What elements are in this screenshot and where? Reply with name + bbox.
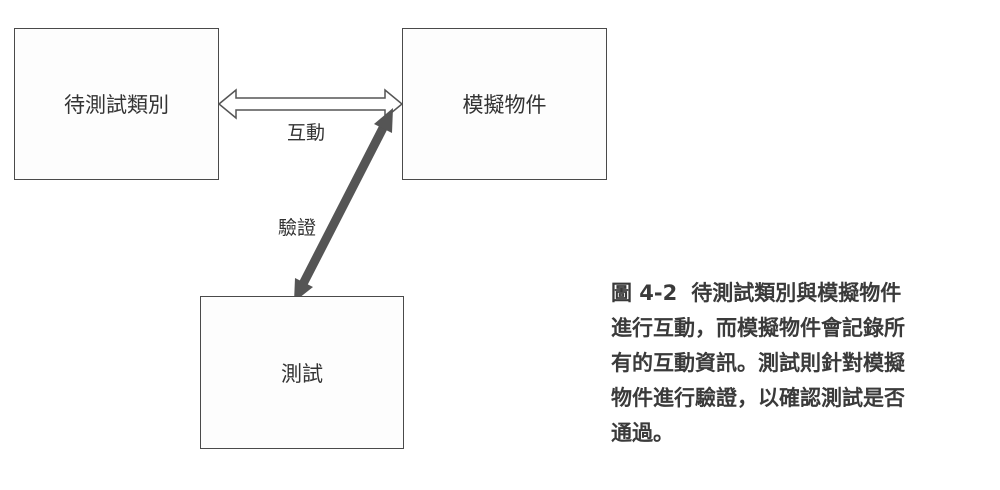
interaction-arrow: [217, 88, 404, 120]
class-under-test-label: 待測試類別: [64, 93, 169, 117]
caption-line-5: 通過。: [611, 421, 674, 445]
test-label: 測試: [281, 361, 323, 386]
test-box: 測試: [200, 296, 404, 449]
figure-number: 圖 4-2: [611, 281, 678, 305]
caption-line-3: 有的互動資訊。測試則針對模擬: [611, 351, 905, 375]
figure-caption: 圖 4-2 待測試類別與模擬物件 進行互動，而模擬物件會記錄所 有的互動資訊。測試…: [611, 276, 991, 451]
interaction-label: 互動: [287, 122, 326, 144]
caption-line-4: 物件進行驗證，以確認測試是否: [611, 386, 905, 410]
verification-label: 驗證: [278, 217, 317, 239]
caption-text-1: 待測試類別與模擬物件: [691, 281, 902, 305]
mock-object-label: 模擬物件: [462, 93, 547, 117]
class-under-test-box: 待測試類別: [14, 28, 219, 180]
mock-object-box: 模擬物件: [402, 28, 607, 180]
caption-line-1: 圖 4-2 待測試類別與模擬物件: [611, 276, 991, 311]
caption-line-2: 進行互動，而模擬物件會記錄所: [611, 316, 905, 340]
